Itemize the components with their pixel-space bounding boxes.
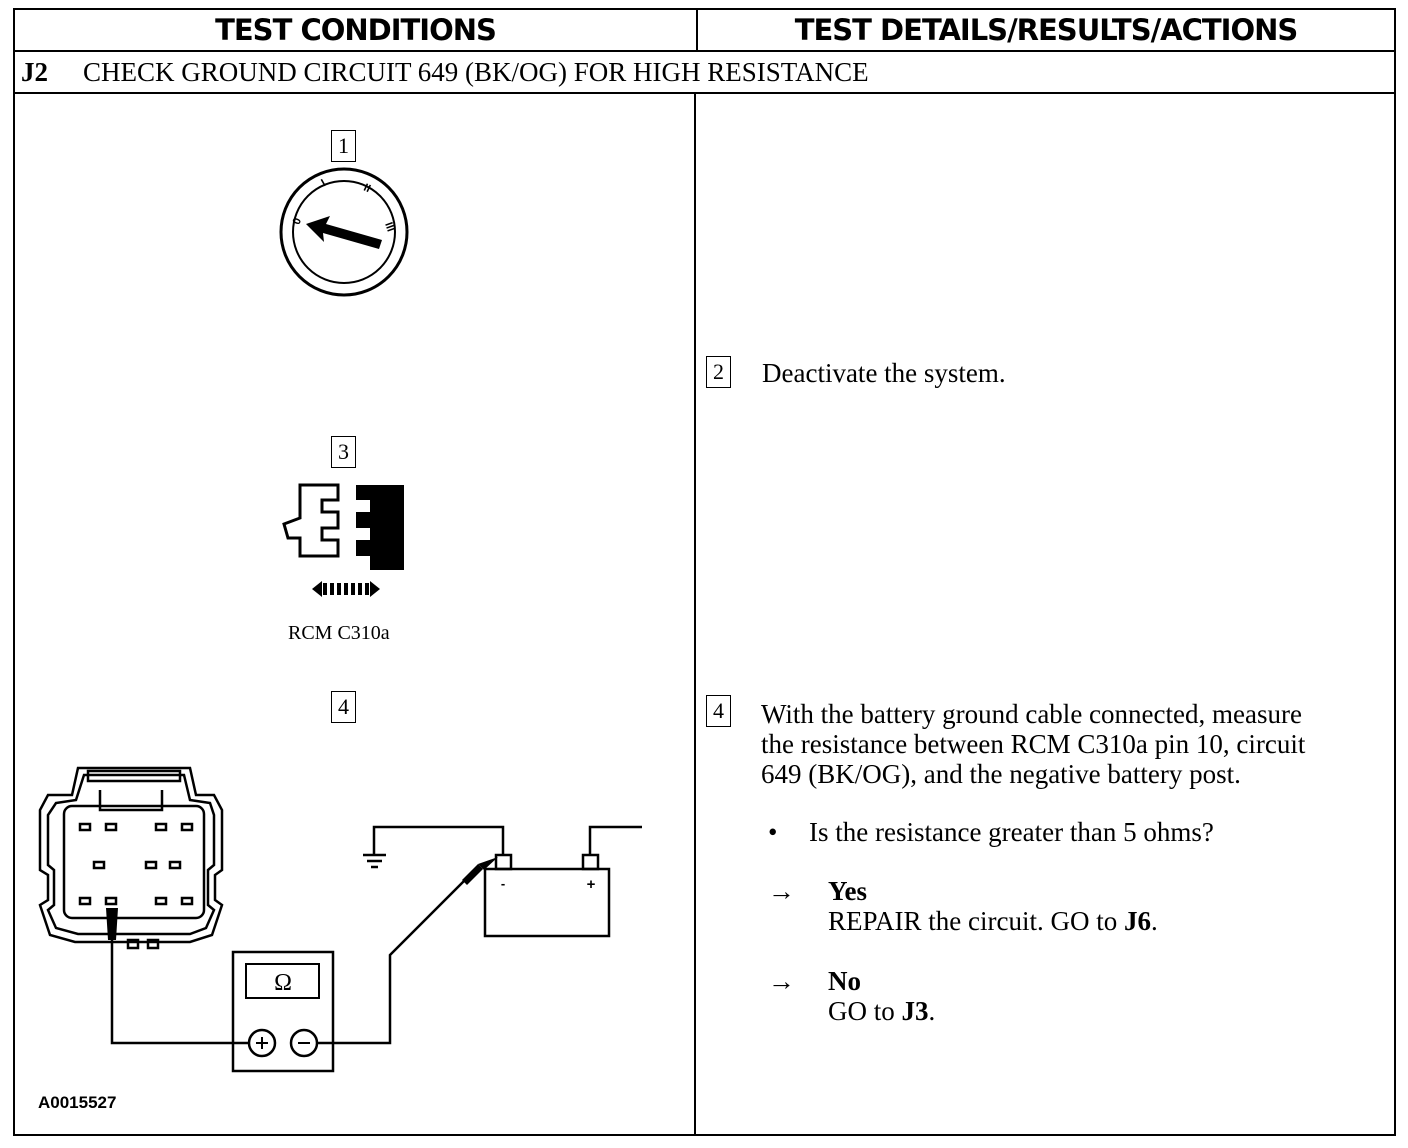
- svg-text:I: I: [319, 177, 328, 189]
- no-arrow: →: [768, 966, 795, 996]
- svg-text:II: II: [362, 182, 373, 195]
- step-box-1: 1: [331, 130, 356, 162]
- no-action: GO to J3.: [828, 996, 935, 1026]
- step2-text: Deactivate the system.: [762, 358, 1006, 388]
- step-box-3: 3: [331, 436, 356, 468]
- figure-id: A0015527: [38, 1093, 117, 1112]
- step-box-4: 4: [706, 695, 731, 727]
- no-action-end: .: [928, 996, 936, 1026]
- yes-action-end: .: [1151, 906, 1158, 936]
- yes-label: Yes: [828, 876, 867, 906]
- question-text: Is the resistance greater than 5 ohms?: [809, 817, 1214, 847]
- step-title-row: J2 CHECK GROUND CIRCUIT 649 (BK/OG) FOR …: [15, 52, 1394, 94]
- ohm-symbol: Ω: [274, 970, 292, 996]
- connector-label: RCM C310a: [288, 622, 390, 644]
- procedure-table: TEST CONDITIONS TEST DETAILS/RESULTS/ACT…: [13, 8, 1396, 1136]
- battery-neg-label: -: [501, 876, 505, 891]
- step-box-2: 2: [706, 356, 731, 388]
- yes-arrow: →: [768, 876, 795, 906]
- step4-line-2: the resistance between RCM C310a pin 10,…: [761, 729, 1306, 759]
- step4-line-1: With the battery ground cable connected,…: [761, 699, 1302, 729]
- ohmmeter-icon: [231, 950, 335, 1073]
- no-label: No: [828, 966, 861, 996]
- yes-action: REPAIR the circuit. GO to J6.: [828, 906, 1158, 936]
- step-id: J2: [21, 56, 48, 87]
- yes-action-text: REPAIR the circuit. GO to: [828, 906, 1124, 936]
- connector-disconnect-icon: [282, 483, 404, 597]
- bullet: •: [768, 817, 778, 847]
- step-box-4-left: 4: [331, 691, 356, 723]
- svg-text:0: 0: [291, 216, 304, 226]
- test-leads: [110, 825, 642, 1045]
- no-action-text: GO to: [828, 996, 902, 1026]
- connector-face-icon: [38, 766, 224, 950]
- ground-icon: [363, 853, 386, 869]
- step4-line-3: 649 (BK/OG), and the negative battery po…: [761, 759, 1241, 789]
- no-ref-link[interactable]: J3: [901, 996, 929, 1026]
- battery-pos-label: +: [587, 876, 596, 893]
- yes-ref-link[interactable]: J6: [1124, 906, 1151, 936]
- battery-icon: [483, 853, 611, 938]
- svg-text:III: III: [382, 221, 396, 234]
- ignition-switch-icon: 0 I II III: [279, 167, 409, 297]
- header-test-details: TEST DETAILS/RESULTS/ACTIONS: [698, 10, 1394, 52]
- step-title: CHECK GROUND CIRCUIT 649 (BK/OG) FOR HIG…: [83, 56, 869, 87]
- header-test-conditions: TEST CONDITIONS: [15, 10, 698, 52]
- column-divider: [694, 94, 696, 1136]
